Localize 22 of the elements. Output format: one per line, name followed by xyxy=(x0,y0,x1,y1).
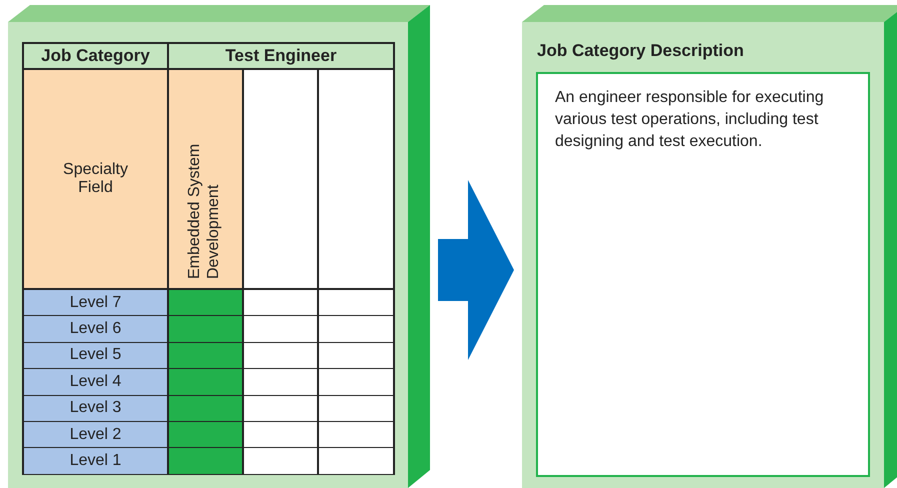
column-header: Embedded System Development xyxy=(168,69,243,289)
description-text: An engineer responsible for executing various test operations, including test designing and test execution. xyxy=(555,88,825,152)
row-header: Level 5 xyxy=(23,342,168,370)
level-bar xyxy=(168,315,243,343)
level-bar xyxy=(168,368,243,396)
panel-heading: Job Category Description xyxy=(537,41,744,61)
row-header: Level 4 xyxy=(23,368,168,396)
level-bar xyxy=(168,421,243,448)
level-bar xyxy=(168,394,243,422)
row-header: Level 2 xyxy=(23,421,168,448)
block-arrow xyxy=(438,180,514,360)
row-header: Level 1 xyxy=(23,447,168,475)
level-bar xyxy=(168,342,243,370)
column-header: Test Engineer xyxy=(168,43,394,69)
level-bar xyxy=(168,447,243,475)
row-header: Level 6 xyxy=(23,315,168,343)
column-header: Job Category xyxy=(23,43,168,69)
row-header: Specialty Field xyxy=(23,69,168,289)
row-header: Level 7 xyxy=(23,289,168,316)
level-bar xyxy=(168,289,243,316)
row-header: Level 3 xyxy=(23,394,168,422)
description-box xyxy=(536,72,870,477)
